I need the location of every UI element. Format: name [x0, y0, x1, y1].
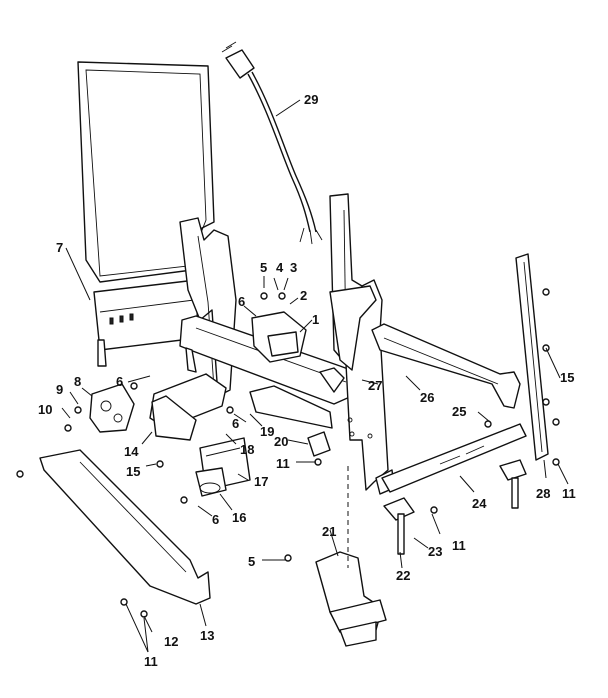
- callout-14: 14: [124, 444, 139, 459]
- callout-27: 27: [368, 378, 382, 393]
- callout-29: 29: [304, 92, 318, 107]
- callout-20: 20: [274, 434, 288, 449]
- clip: [307, 431, 331, 457]
- callout-7: 7: [56, 240, 63, 255]
- callout-labels: 29 7 5 4 3 2 1 6 6 8 9 10 14 15 18 6 19 …: [38, 92, 576, 669]
- leader-lines: [61, 99, 569, 653]
- callout-26: 26: [420, 390, 434, 405]
- callout-6d: 6: [212, 512, 219, 527]
- callout-6a: 6: [238, 294, 245, 309]
- callout-4: 4: [276, 260, 284, 275]
- callout-5a: 5: [260, 260, 267, 275]
- callout-21: 21: [322, 524, 336, 539]
- callout-11c: 11: [452, 538, 466, 553]
- callout-10: 10: [38, 402, 52, 417]
- callout-11d: 11: [144, 654, 158, 669]
- callout-15a: 15: [126, 464, 140, 479]
- callout-13: 13: [200, 628, 214, 643]
- callout-11b: 11: [562, 486, 576, 501]
- callout-15b: 15: [560, 370, 574, 385]
- control-panel: [149, 373, 227, 441]
- callout-19: 19: [260, 424, 274, 439]
- bottom-rail-right: [381, 423, 527, 493]
- callout-18: 18: [240, 442, 254, 457]
- callout-22: 22: [396, 568, 410, 583]
- callout-12: 12: [164, 634, 178, 649]
- float-switch-assembly: [315, 459, 527, 647]
- callout-25: 25: [452, 404, 466, 419]
- callout-17: 17: [254, 474, 268, 489]
- screws: [16, 288, 560, 618]
- bottom-rail-left: [39, 449, 211, 605]
- switch: [195, 467, 227, 497]
- callout-8: 8: [74, 374, 81, 389]
- callout-1: 1: [312, 312, 319, 327]
- callout-23: 23: [428, 544, 442, 559]
- callout-9: 9: [56, 382, 63, 397]
- vertical-rail-right: [515, 253, 549, 461]
- callout-3: 3: [290, 260, 297, 275]
- callout-2: 2: [300, 288, 307, 303]
- callout-28: 28: [536, 486, 550, 501]
- callout-6b: 6: [116, 374, 123, 389]
- callout-5b: 5: [248, 554, 255, 569]
- switch-bracket: [251, 311, 307, 363]
- side-rail: [371, 323, 521, 409]
- power-cord: [221, 41, 323, 245]
- callout-6c: 6: [232, 416, 239, 431]
- valve-assembly: [89, 383, 135, 433]
- callout-11a: 11: [276, 456, 290, 471]
- callout-24: 24: [472, 496, 487, 511]
- callout-16: 16: [232, 510, 246, 525]
